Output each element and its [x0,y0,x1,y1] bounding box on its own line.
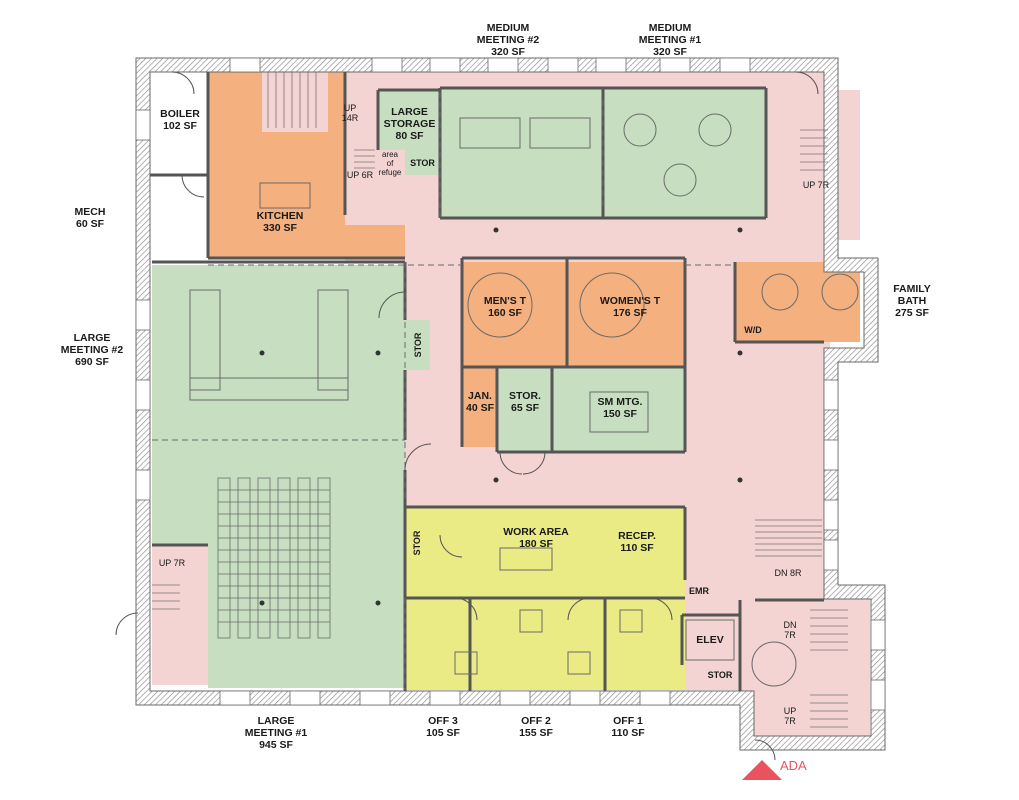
stair-14r [262,70,328,132]
emr-label: EMR [689,586,709,596]
mech-room [150,180,208,260]
stor-mid-fill [405,320,430,370]
boiler-room [150,75,208,175]
medium-meeting-2-fill [440,88,603,218]
family-bath-fill [735,262,860,342]
door-swings [115,71,819,761]
elevator-label: ELEV [696,634,724,646]
kitchen-fill [208,72,405,258]
ada-entrance-label: ADA [780,758,807,773]
large-meeting-1-side [152,440,208,545]
small-meeting-label: SM MTG.150 SF [597,396,643,420]
storage-65-label: STOR.65 SF [509,390,541,414]
stor-mid-label: STOR [413,332,423,358]
womens-toilet-fill [567,262,685,367]
large-meeting-2-fill [152,265,405,440]
small-meeting-fill [552,367,685,452]
large-storage-fill [378,90,441,150]
wd-label: W/D [744,325,762,335]
stair-dn-8r-label: DN 8R [774,568,802,578]
large-meeting-1-fill [208,440,405,688]
stor-top-fill [405,150,440,175]
mens-toilet-fill [462,262,567,367]
interior-walls [150,72,824,691]
medium-meeting-1-fill [603,88,766,218]
stor-top-label: STOR [410,158,435,168]
stair-up-6r-label: UP 6R [346,170,374,180]
column-markers [259,227,743,606]
windows [135,57,886,711]
reception-label: RECEP.110 SF [618,530,656,554]
stair-up-7r-right-label: UP 7R [802,180,830,190]
dashed-lines [152,88,735,690]
stor-bottom-label: STOR [707,670,733,680]
stair-up-7r-left-label: UP 7R [158,558,186,568]
auditorium-seating [217,477,331,639]
janitor-label: JAN.40 SF [465,390,494,414]
furniture [189,113,859,687]
storage-65-fill [497,367,552,452]
stair-treads [152,72,848,728]
stor-work-label: STOR [412,530,422,556]
ada-entrance-marker [742,760,782,780]
janitor-fill [462,367,497,447]
